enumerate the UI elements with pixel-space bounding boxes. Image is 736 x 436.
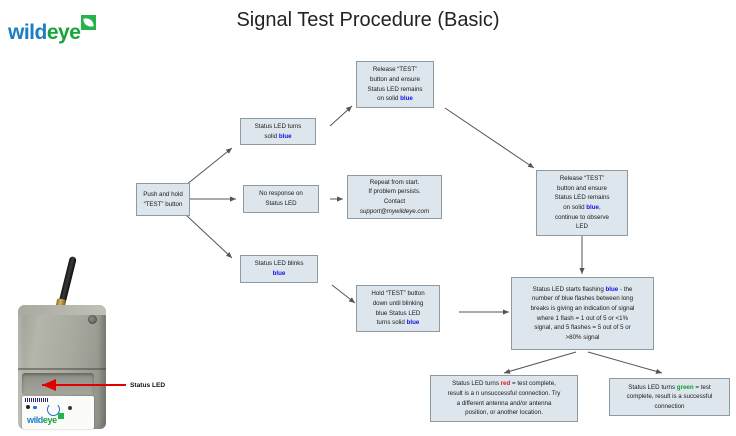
node-line: , bbox=[599, 204, 601, 211]
node-line: connection bbox=[654, 402, 685, 410]
keyword-blue: blue bbox=[400, 95, 413, 103]
node-line: Release “TEST” bbox=[559, 175, 605, 183]
node-line: button and ensure bbox=[557, 184, 607, 192]
node-line: number of blue flashes between long bbox=[531, 295, 634, 303]
device-seam bbox=[18, 368, 106, 370]
keyword-blue: blue bbox=[278, 132, 292, 140]
node-result-red-unsuccessful[interactable]: Status LED turns red = test complete, re… bbox=[430, 375, 578, 422]
node-line: continue to observe bbox=[554, 213, 609, 221]
node-line: Hold “TEST” button bbox=[371, 290, 425, 298]
keyword-blue: blue bbox=[406, 319, 420, 327]
node-hold-test-button-until-solid-blue[interactable]: Hold “TEST” button down until blinking b… bbox=[356, 285, 440, 332]
node-line: Push and hold bbox=[143, 190, 183, 198]
node-release-test-button-continue-observe[interactable]: Release “TEST” button and ensure Status … bbox=[536, 170, 628, 236]
node-line: blue Status LED bbox=[375, 309, 421, 317]
keyword-blue: blue bbox=[272, 270, 286, 277]
node-line: on solid bbox=[377, 95, 401, 103]
button-icon bbox=[26, 405, 30, 409]
screw-icon bbox=[88, 315, 97, 324]
node-line: Status LED turns bbox=[628, 383, 677, 391]
node-line: down until blinking bbox=[372, 299, 424, 307]
node-line: LED bbox=[575, 223, 589, 231]
status-led-indicator bbox=[33, 406, 37, 409]
node-line: No response on bbox=[259, 190, 303, 198]
node-no-response-on-status-led[interactable]: No response on Status LED bbox=[243, 185, 319, 213]
node-line: complete, result is a successful bbox=[626, 393, 713, 401]
node-line: Contact bbox=[383, 198, 406, 205]
node-line: Status LED remains bbox=[367, 85, 423, 93]
node-line: breaks is giving an indication of signal bbox=[530, 304, 635, 312]
node-line: Status LED blinks bbox=[254, 260, 304, 268]
node-repeat-from-start-contact[interactable]: Repeat from start. If problem persists. … bbox=[347, 175, 442, 219]
node-line: Release “TEST” bbox=[372, 66, 418, 74]
device-groove bbox=[22, 373, 94, 395]
node-line: Status LED bbox=[265, 200, 297, 207]
logo-text-wild: wild bbox=[8, 21, 47, 44]
keyword-blue: blue bbox=[586, 204, 600, 211]
node-line: >80% signal bbox=[565, 333, 600, 341]
node-push-and-hold-test-button[interactable]: Push and hold “TEST” button bbox=[136, 183, 190, 216]
node-line: Status LED starts flashing bbox=[532, 285, 606, 293]
label-logo-wild: wild bbox=[27, 415, 43, 425]
node-line: result is a n unsuccessful connection. T… bbox=[447, 389, 561, 397]
support-email[interactable]: support@mywildeye.com bbox=[359, 207, 430, 215]
node-status-led-blinks-blue[interactable]: Status LED blinks blue bbox=[240, 255, 318, 283]
logo-text-eye: eye bbox=[46, 21, 81, 44]
page-title: Signal Test Procedure (Basic) bbox=[236, 9, 500, 31]
node-line: solid bbox=[264, 132, 279, 140]
keyword-green: green bbox=[676, 383, 694, 391]
node-release-test-button-solid-blue[interactable]: Release “TEST” button and ensure Status … bbox=[356, 61, 434, 108]
node-line: “TEST” button bbox=[143, 200, 183, 208]
node-line: Status LED turns bbox=[254, 122, 302, 130]
node-line: position, or another location. bbox=[465, 409, 543, 417]
node-line: - the bbox=[618, 285, 633, 293]
node-line: = test bbox=[693, 383, 711, 391]
label-logo-eye: eye bbox=[42, 415, 57, 425]
node-line: Repeat from start. bbox=[369, 178, 420, 186]
node-line: signal, and 5 flashes = 5 out of 5 or bbox=[534, 324, 631, 332]
barcode-icon bbox=[25, 398, 49, 402]
node-result-green-successful[interactable]: Status LED turns green = test complete, … bbox=[609, 378, 730, 416]
node-line: button and ensure bbox=[370, 75, 420, 83]
status-led-caption: Status LED bbox=[130, 382, 166, 389]
node-line: Status LED turns bbox=[452, 380, 501, 388]
node-line: on solid bbox=[563, 204, 587, 211]
keyword-blue: blue bbox=[605, 285, 619, 293]
device-top-lip bbox=[18, 305, 106, 315]
leaf-icon bbox=[81, 15, 97, 30]
node-line: If problem persists. bbox=[368, 188, 421, 196]
keyword-red: red bbox=[500, 380, 511, 388]
power-ring-icon bbox=[47, 403, 60, 416]
node-line: turns solid bbox=[376, 319, 407, 327]
node-status-led-flashing-signal[interactable]: Status LED starts flashing blue - the nu… bbox=[511, 277, 654, 350]
node-status-led-turns-solid-blue[interactable]: Status LED turns solid blue bbox=[240, 118, 316, 145]
node-line: where 1 flash = 1 out of 5 or <1% bbox=[536, 314, 629, 322]
node-line: = test complete, bbox=[510, 380, 556, 388]
leaf-icon bbox=[57, 413, 64, 419]
node-line: Status LED remains bbox=[554, 194, 610, 202]
node-line: a different antenna and/or antenna bbox=[456, 399, 552, 407]
button-icon bbox=[68, 406, 72, 410]
